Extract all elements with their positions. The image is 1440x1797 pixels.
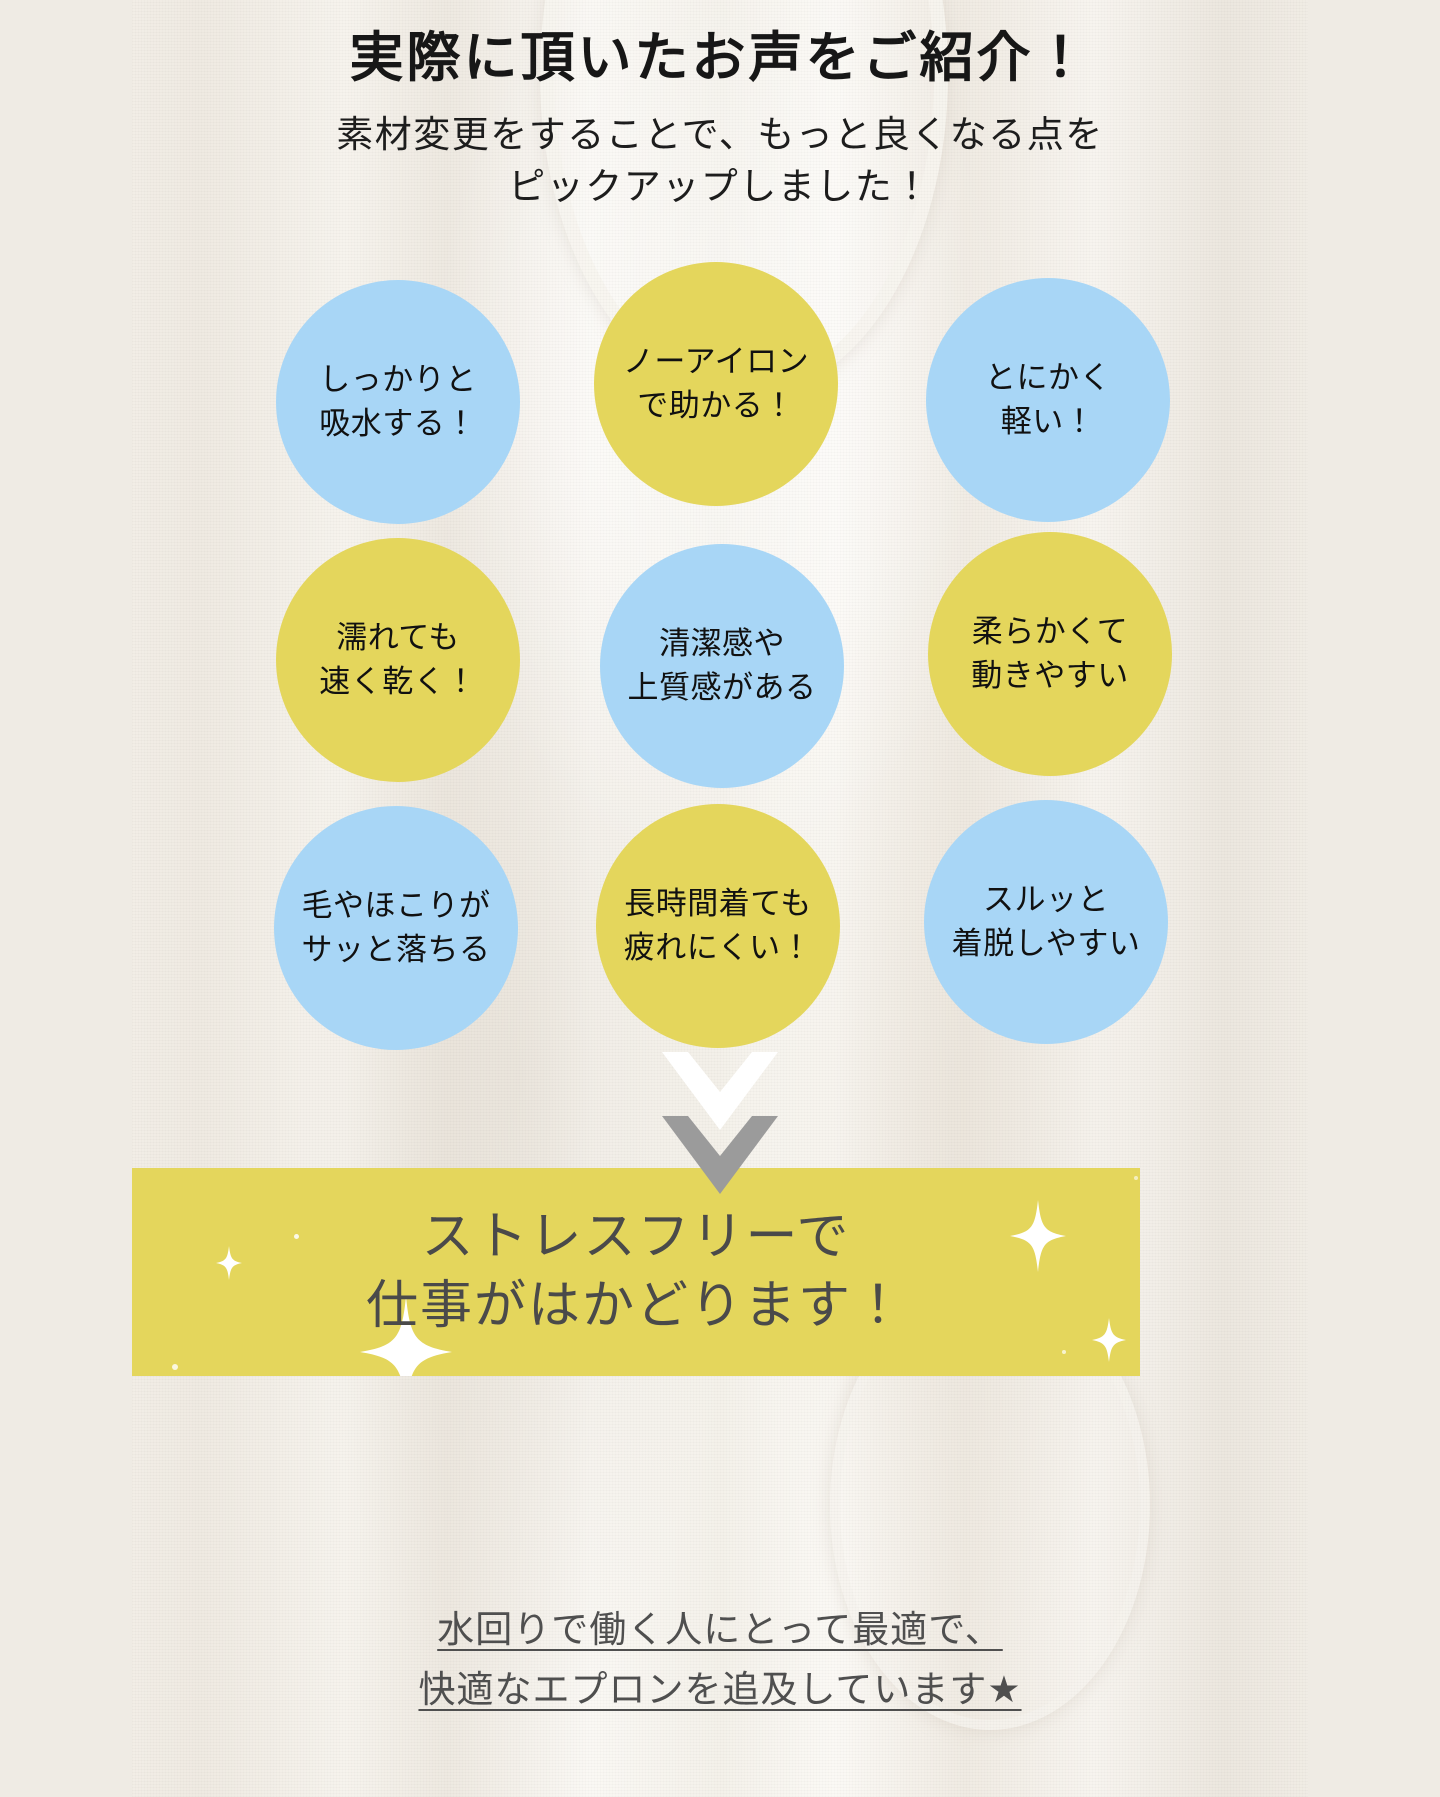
subtitle-line-1: 素材変更をすることで、もっと良くなる点を	[336, 112, 1104, 156]
benefit-bubble: 柔らかくて 動きやすい	[928, 532, 1172, 776]
bubble-line: 動きやすい	[971, 658, 1129, 694]
benefit-bubble: スルッと 着脱しやすい	[924, 800, 1168, 1044]
bubble-line: で助かる！	[637, 388, 795, 424]
footer-line-1: 水回りで働く人にとって最適で、	[437, 1608, 1003, 1651]
bubble-line: 濡れても	[336, 619, 460, 656]
page-title: 実際に頂いたお声をご紹介！	[349, 26, 1091, 89]
sparkle-dot	[172, 1364, 178, 1370]
banner-line-1: ストレスフリーで	[421, 1207, 851, 1268]
sparkle-icon	[216, 1246, 242, 1280]
benefit-bubble: とにかく 軽い！	[926, 278, 1170, 522]
bubble-line: 毛やほこりが	[301, 887, 491, 924]
bubble-line: 上質感がある	[627, 670, 817, 706]
bubble-line: 着脱しやすい	[951, 926, 1141, 962]
sparkle-dot	[1062, 1350, 1066, 1354]
benefit-bubble: 清潔感や 上質感がある	[600, 544, 844, 788]
footer-note: 水回りで働く人にとって最適で、 快適なエプロンを追及しています★	[132, 1600, 1308, 1720]
bubble-line: 速く乾く！	[319, 664, 477, 700]
header-block: 実際に頂いたお声をご紹介！ 素材変更をすることで、もっと良くなる点を ピックアッ…	[132, 26, 1308, 214]
bubble-row-1: しっかりと 吸水する！ ノーアイロン で助かる！ とにかく 軽い！	[132, 262, 1308, 524]
bubble-line: 吸水する！	[319, 406, 477, 442]
benefit-bubble: 毛やほこりが サッと落ちる	[274, 806, 518, 1050]
bubble-line: 軽い！	[1000, 404, 1096, 440]
benefit-bubble: 長時間着ても 疲れにくい！	[596, 804, 840, 1048]
bubble-row-2: 濡れても 速く乾く！ 清潔感や 上質感がある 柔らかくて 動きやすい	[140, 532, 1308, 788]
bubble-line: 清潔感や	[659, 625, 785, 662]
left-margin-band	[0, 0, 132, 1797]
subtitle-line-2: ピックアップしました！	[508, 165, 932, 209]
footer-line-2: 快適なエプロンを追及しています★	[418, 1667, 1022, 1711]
benefit-bubble-grid: しっかりと 吸水する！ ノーアイロン で助かる！ とにかく 軽い！ 濡れても 速…	[132, 262, 1308, 1070]
sparkle-dot	[294, 1234, 299, 1239]
banner-line-2: 仕事がはかどります！	[365, 1276, 906, 1336]
sparkle-icon	[1092, 1318, 1126, 1362]
bubble-line: 疲れにくい！	[623, 930, 813, 966]
benefit-bubble: ノーアイロン で助かる！	[594, 262, 838, 506]
bubble-line: ノーアイロン	[622, 343, 810, 380]
bubble-line: サッと落ちる	[301, 932, 491, 968]
bubble-row-3: 毛やほこりが サッと落ちる 長時間着ても 疲れにくい！ スルッと 着脱しやすい	[132, 800, 1308, 1050]
banner-headline: ストレスフリーで 仕事がはかどります！	[366, 1203, 906, 1340]
page-subtitle: 素材変更をすることで、もっと良くなる点を ピックアップしました！	[132, 109, 1308, 214]
bubble-line: 柔らかくて	[971, 613, 1129, 650]
result-banner: ストレスフリーで 仕事がはかどります！	[132, 1168, 1140, 1376]
sparkle-dot	[1134, 1176, 1138, 1180]
benefit-bubble: 濡れても 速く乾く！	[276, 538, 520, 782]
right-margin-band	[1308, 0, 1440, 1797]
benefit-bubble: しっかりと 吸水する！	[276, 280, 520, 524]
bubble-line: しっかりと	[319, 361, 477, 398]
bubble-line: スルッと	[983, 881, 1109, 918]
bubble-line: とにかく	[985, 359, 1111, 396]
sparkle-icon	[1010, 1200, 1066, 1272]
bubble-line: 長時間着ても	[624, 885, 812, 922]
